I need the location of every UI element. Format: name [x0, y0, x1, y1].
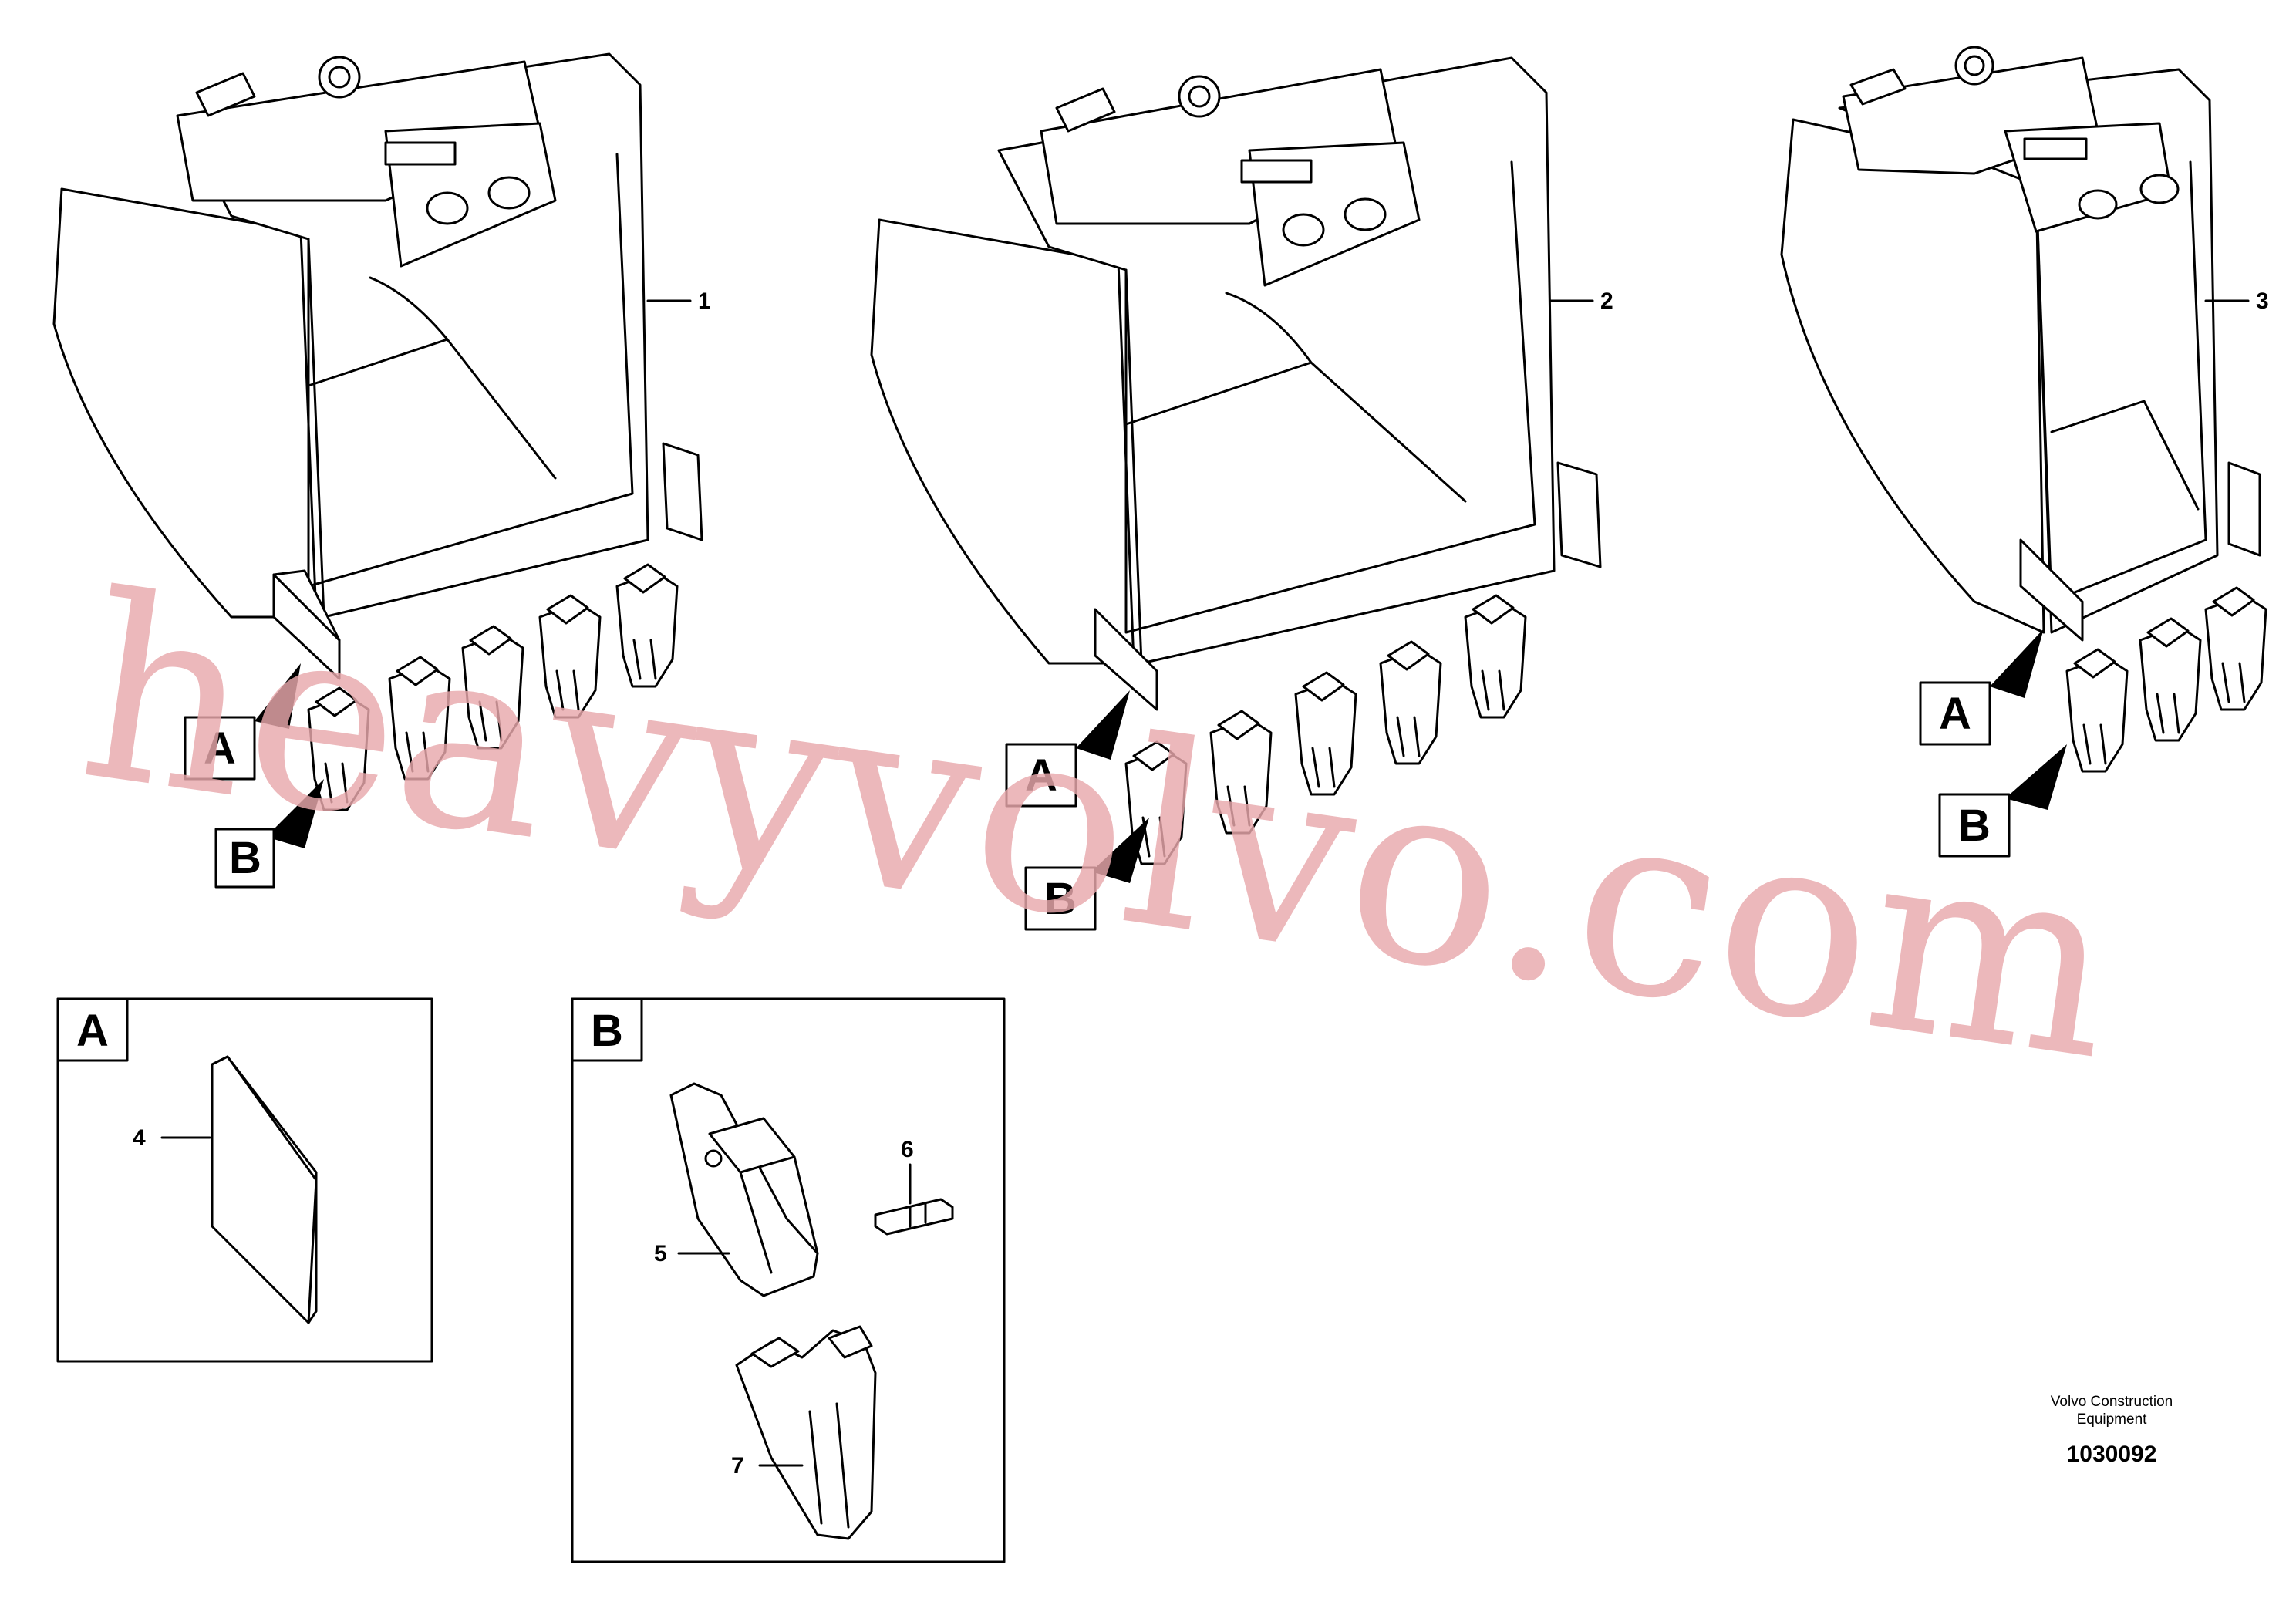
bucket-2-label-a: A: [1025, 750, 1057, 801]
bucket-2-label-b: B: [1044, 874, 1077, 924]
bucket-3-label-a: A: [1939, 689, 1971, 739]
detail-a-title: A: [76, 1006, 109, 1056]
detail-a-panel: A 4: [56, 997, 433, 1363]
callout-7: 7: [731, 1453, 744, 1479]
callout-3: 3: [2256, 288, 2269, 314]
tooth-part-7: 7: [731, 1325, 877, 1540]
company-line-1: Volvo Construction: [2051, 1394, 2173, 1410]
callout-1: 1: [698, 288, 711, 314]
company-line-2: Equipment: [2077, 1411, 2148, 1428]
bucket-1: 1 A B: [52, 52, 711, 889]
pin-part-6: 6: [874, 1137, 954, 1236]
callout-6: 6: [901, 1137, 914, 1162]
drawing-caption: Volvo Construction Equipment 1030092: [2051, 1394, 2173, 1467]
bucket-3: 3 A B: [1780, 46, 2269, 858]
detail-b-panel: B 5 6 7: [571, 997, 1006, 1563]
callout-4: 4: [133, 1125, 146, 1151]
callout-5: 5: [654, 1241, 667, 1266]
drawing-number: 1030092: [2067, 1442, 2157, 1467]
adapter-part-5: 5: [654, 1082, 819, 1297]
bucket-2: 2 A B: [870, 56, 1613, 931]
bucket-3-label-b: B: [1958, 801, 1991, 851]
bucket-1-label-a: A: [204, 723, 236, 774]
bucket-1-label-b: B: [229, 833, 261, 883]
detail-b-title: B: [591, 1006, 623, 1056]
callout-2: 2: [1600, 288, 1613, 314]
